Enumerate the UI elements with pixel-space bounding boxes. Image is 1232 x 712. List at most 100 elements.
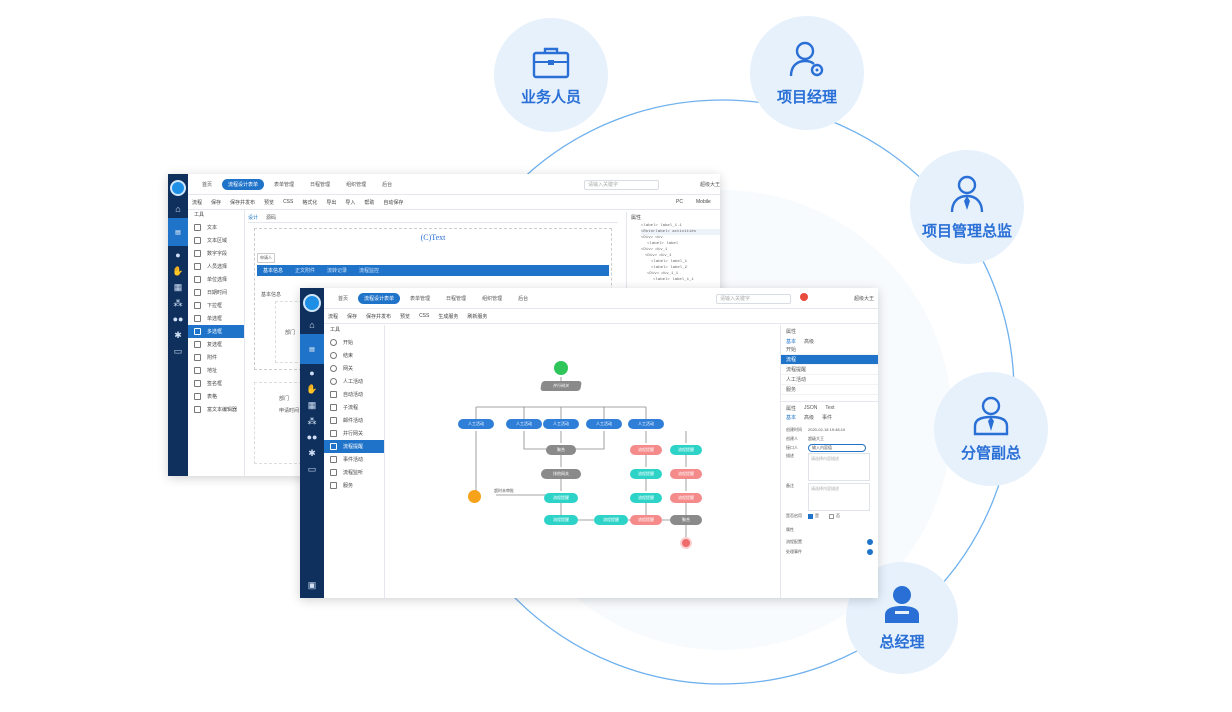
prop-subtab[interactable]: 基本 [786, 415, 797, 421]
toolbar-save-publish[interactable]: 保存并发布 [366, 313, 392, 320]
tool-item[interactable]: 表格 [188, 390, 244, 403]
tool-item[interactable]: 人工活动 [324, 375, 384, 388]
tab-admin[interactable]: 后台 [518, 295, 529, 302]
list-item[interactable]: 服务 [781, 385, 878, 395]
toolbar-help[interactable]: 帮助 [364, 199, 375, 206]
hand-icon[interactable]: ✋ [306, 383, 318, 394]
tool-item-active[interactable]: 流程提醒 [324, 440, 384, 453]
device-mobile[interactable]: Mobile [696, 199, 711, 205]
home-icon[interactable]: ⌂ [175, 204, 181, 214]
tool-item[interactable]: 文本区域 [188, 234, 244, 247]
notify-node[interactable]: 流程提醒 [630, 493, 662, 503]
tool-item[interactable]: 多选框 [188, 325, 244, 338]
merge-node[interactable]: 聚合 [546, 445, 576, 455]
toolbar-preview[interactable]: 预览 [400, 313, 411, 320]
prop-subtab[interactable]: 高级 [804, 415, 815, 421]
tab-home[interactable]: 首页 [202, 181, 213, 188]
toolbar-save-publish[interactable]: 保存并发布 [230, 199, 256, 206]
tab-form-mgmt[interactable]: 表单管理 [410, 295, 431, 302]
tool-item[interactable]: 数字字段 [188, 247, 244, 260]
tab-admin[interactable]: 后台 [382, 181, 393, 188]
toolbar-save[interactable]: 保存 [211, 199, 222, 206]
users-icon[interactable]: ● [175, 250, 181, 260]
org-icon[interactable]: ⁂ [307, 415, 317, 426]
settings-icon[interactable]: ✱ [308, 447, 316, 458]
task-node[interactable]: 人工活动 [586, 419, 622, 429]
form-tab[interactable]: 流转记录 [327, 268, 348, 274]
tab-source[interactable]: 源码 [266, 214, 277, 221]
tab-schedule[interactable]: 日程管理 [310, 181, 331, 188]
tool-item[interactable]: 复选框 [188, 338, 244, 351]
tab-org[interactable]: 组织管理 [482, 295, 503, 302]
form-tab[interactable]: 正文附件 [295, 268, 316, 274]
task-node[interactable]: 人工活动 [628, 419, 664, 429]
notify-node[interactable]: 流程提醒 [670, 493, 702, 503]
tab-form-mgmt[interactable]: 表单管理 [274, 181, 295, 188]
description-textarea[interactable]: 请选择内容描述 [808, 453, 870, 481]
remark-textarea[interactable]: 请选择内容描述 [808, 483, 870, 511]
radio-yes[interactable] [808, 513, 813, 519]
calendar-icon[interactable]: ▦ [307, 399, 317, 410]
tool-item[interactable]: 单选框 [188, 312, 244, 325]
tool-item[interactable]: 网关 [324, 362, 384, 375]
tool-item[interactable]: 结束 [324, 349, 384, 362]
tool-item[interactable]: 并行网关 [324, 427, 384, 440]
form-tab[interactable]: 流程监控 [359, 268, 380, 274]
tool-item[interactable]: 开始 [324, 336, 384, 349]
prop-tab[interactable]: Text [825, 405, 835, 411]
tool-item[interactable]: 事件活动 [324, 453, 384, 466]
tool-item[interactable]: 地址 [188, 364, 244, 377]
prop-tab[interactable]: JSON [804, 405, 818, 411]
toolbar-format[interactable]: 格式化 [302, 199, 318, 206]
calendar-icon[interactable]: ▦ [173, 281, 183, 292]
prop-tab[interactable]: 属性 [786, 406, 797, 412]
tool-item[interactable]: 服务 [324, 479, 384, 492]
toolbar-import[interactable]: 导入 [345, 199, 356, 206]
tool-item[interactable]: 下拉框 [188, 299, 244, 312]
tool-item[interactable]: 子流程 [324, 401, 384, 414]
radio-no[interactable] [829, 513, 834, 519]
add-icon[interactable] [867, 539, 873, 545]
task-node[interactable]: 人工活动 [458, 419, 494, 429]
toolbar-gen-service[interactable]: 生成服务 [438, 313, 459, 320]
list-item-active[interactable]: 流程 [781, 355, 878, 365]
toolbar-refresh-service[interactable]: 刷新服务 [467, 313, 488, 320]
interface-input[interactable]: 输入内容值 [808, 444, 866, 452]
add-icon[interactable] [867, 549, 873, 555]
parallel-gateway[interactable]: 并行网关 [540, 381, 582, 391]
home-icon[interactable]: ⌂ [309, 320, 315, 330]
notify-node[interactable]: 流程提醒 [594, 515, 628, 525]
monitor-icon[interactable]: ▭ [307, 463, 317, 474]
tab-process-form[interactable]: 流程设计表单 [222, 178, 265, 190]
list-item[interactable]: 人工活动 [781, 375, 878, 385]
tool-item[interactable]: 附件 [188, 351, 244, 364]
tool-item[interactable]: 人员选择 [188, 260, 244, 273]
list-item[interactable]: 流程提醒 [781, 365, 878, 375]
toolbar-export[interactable]: 导出 [326, 199, 337, 206]
notify-node[interactable]: 流程提醒 [630, 515, 662, 525]
tool-item[interactable]: 签名框 [188, 377, 244, 390]
form-tab[interactable]: 基本信息 [263, 268, 284, 274]
tool-item[interactable]: 日期时间 [188, 286, 244, 299]
user-name[interactable]: 超级大王 [700, 182, 720, 188]
tab-schedule[interactable]: 日程管理 [446, 295, 467, 302]
tab-advanced[interactable]: 高级 [804, 339, 815, 345]
end-node[interactable] [680, 537, 692, 549]
list-item[interactable]: 开始 [781, 345, 878, 355]
tool-item[interactable]: 邮件活动 [324, 414, 384, 427]
tab-process-form[interactable]: 流程设计表单 [358, 292, 401, 304]
start-node[interactable] [554, 361, 568, 375]
notify-node[interactable]: 流程提醒 [630, 469, 662, 479]
notify-node[interactable]: 流程提醒 [544, 493, 578, 503]
sidebar-item-process[interactable]: ▤ [300, 334, 324, 364]
prop-subtab[interactable]: 事件 [822, 415, 833, 421]
notify-node[interactable]: 流程提醒 [670, 469, 702, 479]
toolbar-save[interactable]: 保存 [347, 313, 358, 320]
tab-basic[interactable]: 基本 [786, 339, 797, 345]
toolbar-preview[interactable]: 预览 [264, 199, 275, 206]
tool-item[interactable]: 文本 [188, 221, 244, 234]
tool-item[interactable]: 自动活动 [324, 388, 384, 401]
tool-item[interactable]: 富文本编辑器 [188, 403, 244, 416]
tool-item[interactable]: 流程监听 [324, 466, 384, 479]
group-icon[interactable]: ●● [306, 432, 318, 442]
